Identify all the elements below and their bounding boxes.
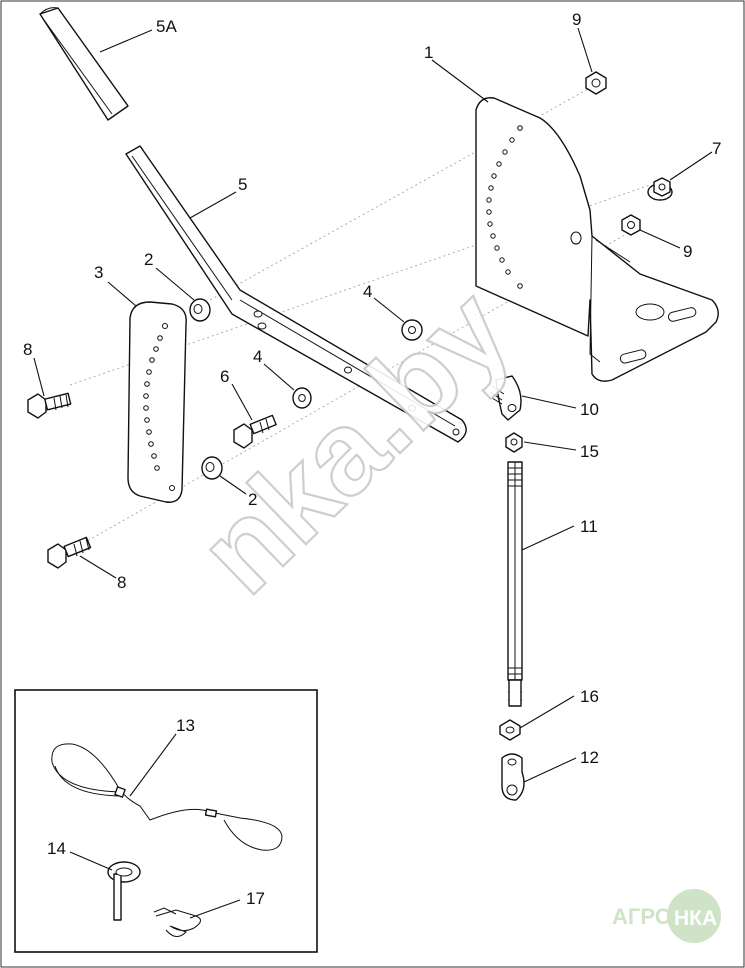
part-6-bolt	[233, 414, 277, 449]
part-14-pin	[107, 861, 141, 921]
part-15-nut	[505, 432, 523, 453]
callout-9-top: 9	[572, 10, 581, 29]
part-8-bolt-top	[27, 392, 72, 419]
part-11-threaded-rod	[507, 461, 523, 707]
part-4-washer-left	[292, 387, 312, 409]
callout-8-bottom: 8	[117, 573, 126, 592]
callout-12: 12	[580, 748, 599, 767]
part-5a-handle-grip	[39, 7, 129, 121]
part-2-spacer-top	[189, 298, 211, 322]
logo-left-text: АГРО	[612, 904, 672, 929]
callout-16: 16	[580, 687, 599, 706]
part-16-nut	[499, 719, 521, 741]
callout-4-right: 4	[363, 282, 372, 301]
callout-13: 13	[176, 716, 195, 735]
callout-11: 11	[580, 517, 598, 536]
part-9-nut-right	[621, 214, 641, 236]
accessory-inset-box	[14, 689, 318, 953]
part-17-hairpin-clip	[153, 907, 201, 937]
leader-lines	[33, 27, 713, 919]
part-4-washer-right	[401, 319, 423, 341]
part-10-rod-end	[489, 375, 522, 421]
callout-4-left: 4	[253, 347, 262, 366]
callout-14: 14	[47, 839, 66, 858]
callout-8-top: 8	[23, 340, 32, 359]
callout-1: 1	[424, 43, 433, 62]
callout-numbers: 5A 9 1 5 7 9 3 2 4 8 6 4 10 15 11 2 8 16…	[23, 10, 721, 908]
part-9-nut-top	[585, 71, 607, 95]
callout-15: 15	[580, 442, 599, 461]
part-5-lever-arm	[125, 145, 467, 443]
part-8-bolt-bottom	[47, 536, 92, 569]
callout-17: 17	[246, 889, 265, 908]
callout-5a: 5A	[156, 17, 177, 36]
logo-circle	[667, 889, 721, 943]
callout-9-right: 9	[683, 242, 692, 261]
site-watermark: nka.by	[174, 264, 535, 619]
logo-right-text: НКА	[674, 907, 717, 930]
callout-6: 6	[220, 367, 229, 386]
callout-10: 10	[580, 400, 599, 419]
part-1-mounting-bracket	[475, 97, 719, 382]
callout-5: 5	[238, 175, 247, 194]
callout-2-top: 2	[144, 250, 153, 269]
callout-2-bottom: 2	[248, 490, 257, 509]
part-13-lanyard-cable	[51, 743, 283, 851]
callout-7: 7	[712, 139, 721, 158]
agro-nka-logo: АГРО НКА	[612, 889, 721, 943]
part-3-quadrant-plate	[127, 301, 187, 503]
part-2-spacer-bottom	[201, 456, 223, 480]
part-7-flange-nut	[647, 177, 673, 201]
part-12-rod-end	[501, 753, 525, 801]
callout-3: 3	[94, 263, 103, 282]
